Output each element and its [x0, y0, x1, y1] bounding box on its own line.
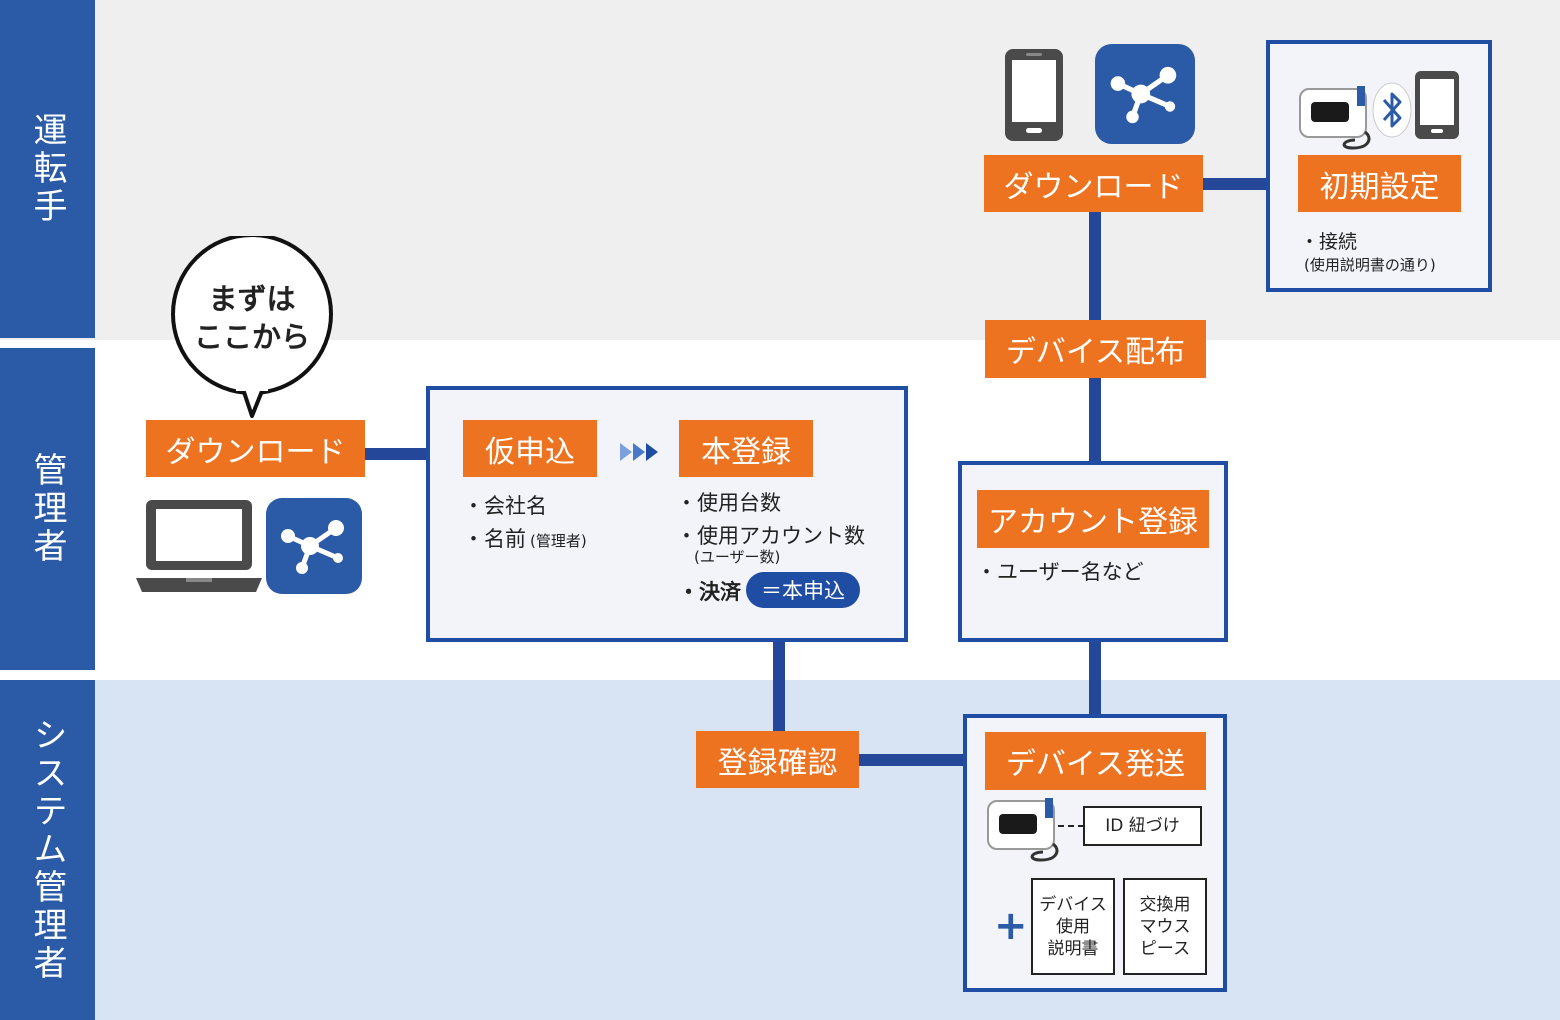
speech-bubble — [171, 236, 333, 418]
admin-download-button[interactable]: ダウンロード — [146, 420, 365, 477]
account-register-label: アカウント登録 — [988, 505, 1198, 540]
id-link-label: ID 紐づけ — [1105, 816, 1180, 836]
main-register-item-payment: ・決済 — [678, 580, 741, 604]
lane-label-sysadmin-text: システム管理者 — [27, 717, 67, 983]
lane-label-admin: 管理者 — [0, 348, 95, 670]
plus-sign: + — [994, 903, 1028, 949]
temp-apply-item-company: ・会社名 — [463, 494, 547, 518]
device-distribution-button[interactable]: デバイス配布 — [985, 320, 1206, 378]
connector-download-to-setup — [1203, 178, 1269, 190]
lane-label-sysadmin: システム管理者 — [0, 680, 95, 1020]
driver-download-button[interactable]: ダウンロード — [984, 155, 1203, 212]
app-icon-admin — [266, 498, 362, 594]
forward-arrows-icon — [620, 443, 658, 461]
breathalyzer-device-icon — [1299, 86, 1371, 150]
mouthpiece-line3: ピース — [1139, 938, 1191, 959]
lane-label-driver-text: 運転手 — [27, 112, 67, 226]
main-register-item-accounts-note: (ユーザー数) — [694, 548, 781, 566]
mouthpiece-line1: 交換用 — [1139, 894, 1191, 915]
speech-bubble-line2: ここから — [193, 320, 310, 354]
connector-download-to-apply — [365, 448, 427, 460]
main-register-button[interactable]: 本登録 — [679, 420, 813, 477]
connector-download-to-distribution — [1089, 212, 1101, 320]
connector-account-to-shipping — [1089, 640, 1101, 716]
replacement-mouthpiece-box: 交換用 マウス ピース — [1123, 878, 1207, 975]
id-link-box: ID 紐づけ — [1083, 806, 1202, 846]
initial-setup-label: 初期設定 — [1319, 169, 1440, 205]
device-shipping-button[interactable]: デバイス発送 — [985, 732, 1206, 790]
device-manual-line2: 使用 — [1056, 916, 1090, 937]
device-manual-line3: 説明書 — [1047, 938, 1099, 959]
temp-apply-item-name-note: (管理者) — [530, 532, 587, 550]
device-manual-line1: デバイス — [1039, 894, 1107, 915]
initial-setup-button[interactable]: 初期設定 — [1298, 155, 1461, 212]
laptop-icon — [136, 500, 262, 592]
register-confirm-label: 登録確認 — [717, 745, 838, 781]
connector-distribution-to-account — [1089, 378, 1101, 462]
account-register-button[interactable]: アカウント登録 — [977, 490, 1209, 548]
device-manual-box: デバイス 使用 説明書 — [1031, 878, 1115, 975]
initial-setup-note: (使用説明書の通り) — [1304, 256, 1436, 274]
breathalyzer-device-shipping-icon — [987, 798, 1059, 862]
main-apply-badge-text: ＝本申込 — [761, 579, 845, 603]
temp-apply-button[interactable]: 仮申込 — [463, 420, 597, 477]
main-register-item-accounts: ・使用アカウント数 — [676, 524, 865, 548]
account-register-item-username: ・ユーザー名など — [976, 560, 1144, 584]
temp-apply-item-name: ・名前(管理者) — [463, 523, 587, 553]
smartphone-small-icon — [1415, 71, 1459, 139]
driver-download-label: ダウンロード — [1003, 169, 1184, 205]
lane-label-driver: 運転手 — [0, 0, 95, 338]
initial-setup-item-connect: ・接続 — [1300, 231, 1358, 253]
mouthpiece-line2: マウス — [1139, 916, 1191, 937]
admin-download-label: ダウンロード — [165, 434, 346, 470]
connector-confirm-to-shipping — [858, 754, 966, 766]
main-apply-badge: ＝本申込 — [746, 572, 860, 608]
connector-apply-to-confirm — [773, 640, 785, 732]
bluetooth-icon — [1372, 82, 1412, 138]
id-link-dashed-line — [1058, 825, 1084, 827]
account-register-box — [958, 461, 1228, 642]
device-shipping-label: デバイス発送 — [1005, 747, 1186, 782]
speech-bubble-line1: まずは — [208, 282, 296, 316]
app-icon-driver — [1095, 44, 1195, 144]
main-register-item-count: ・使用台数 — [676, 491, 781, 515]
temp-apply-item-name-text: ・名前 — [463, 527, 526, 551]
main-register-label: 本登録 — [701, 434, 791, 470]
lane-label-admin-text: 管理者 — [27, 452, 67, 566]
plus-icon: + — [994, 906, 1028, 946]
smartphone-icon — [1005, 49, 1063, 141]
device-distribution-label: デバイス配布 — [1005, 335, 1186, 370]
temp-apply-label: 仮申込 — [485, 434, 575, 470]
register-confirm-button[interactable]: 登録確認 — [696, 731, 859, 788]
